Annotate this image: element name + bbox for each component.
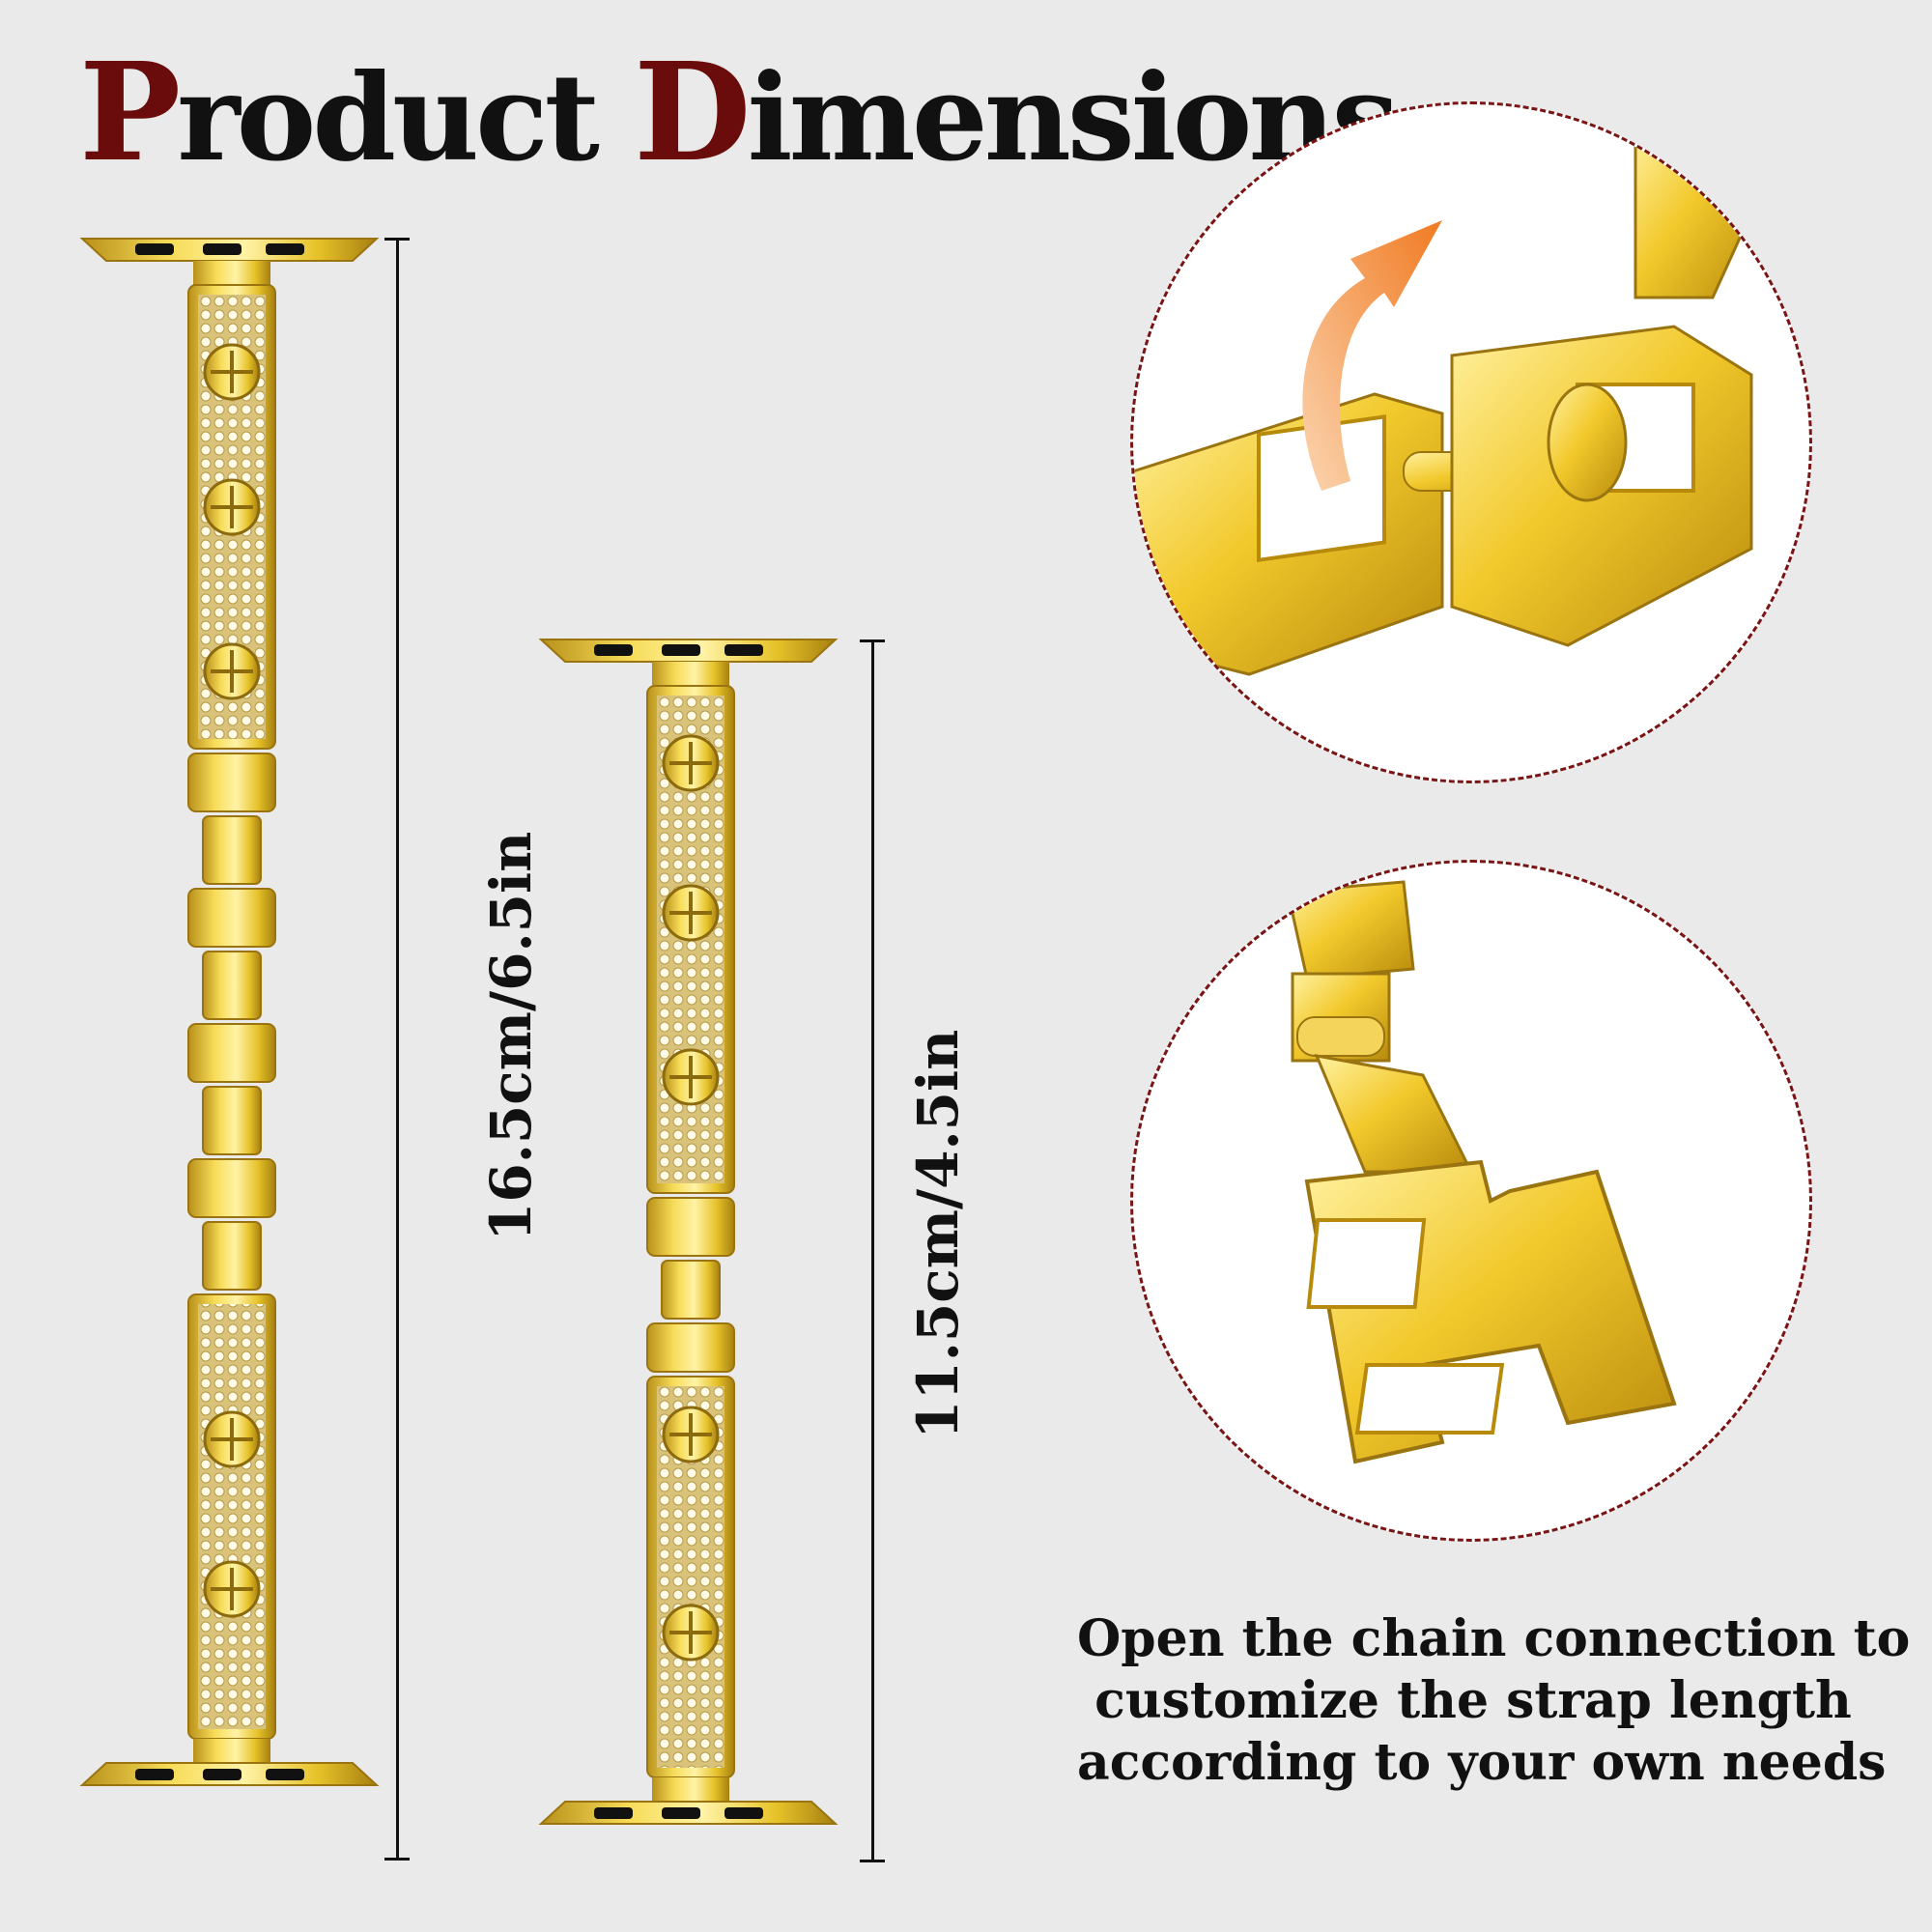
caption-line-3: according to your own needs	[1077, 1733, 1887, 1792]
short-watch-band	[538, 639, 838, 1825]
caption-line-2: customize the strap length	[1094, 1671, 1852, 1730]
title-rest-1: roduct	[177, 48, 635, 188]
clasp-folded-closeup	[1130, 860, 1812, 1542]
title-initial-d: D	[634, 34, 751, 192]
long-dimension-line	[396, 238, 399, 1861]
short-dimension-bottom-tick	[860, 1860, 885, 1862]
clasp-open-image	[1133, 122, 1763, 676]
page-title: Product Dimensions	[79, 39, 1399, 188]
long-dimension-bottom-tick	[384, 1858, 410, 1861]
short-dimension-line	[871, 639, 874, 1862]
caption-text: Open the chain connection to customize t…	[1077, 1608, 1911, 1794]
long-watch-band	[79, 238, 380, 1786]
clasp-folded-image	[1286, 880, 1677, 1464]
title-initial-p: P	[79, 34, 181, 192]
caption-line-1: Open the chain connection to	[1077, 1609, 1911, 1668]
clasp-open-closeup	[1130, 101, 1812, 783]
short-dimension-label: 11.5cm/4.5in	[905, 1029, 971, 1439]
curved-arrow-icon	[1302, 220, 1442, 491]
